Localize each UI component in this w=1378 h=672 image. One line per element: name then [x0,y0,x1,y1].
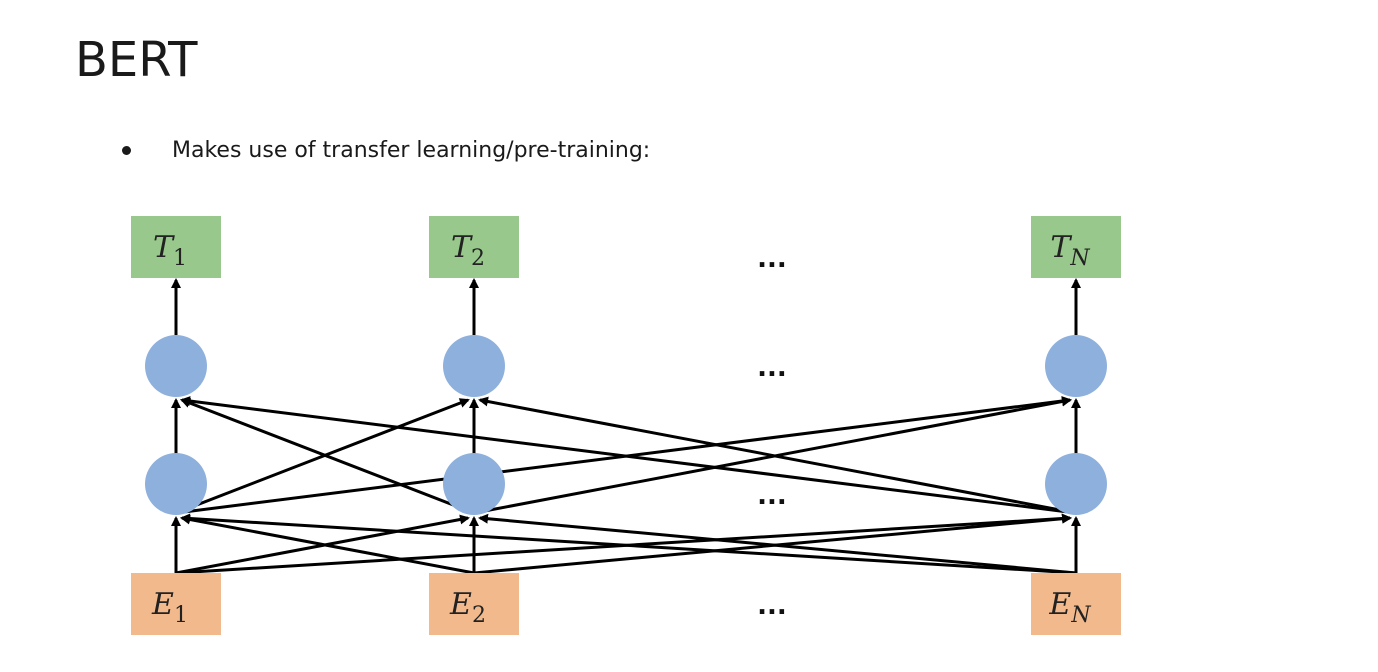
input-embedding-2-label: E2 [449,587,486,628]
ellipsis-2: ... [757,353,787,383]
input-embedding-1-box [131,573,221,635]
layer1-to-layer2-arrow-2-to-1 [180,398,475,515]
layer1-to-layer2-arrow-1-to-2 [175,398,470,515]
transformer-node-layer2-3 [1045,335,1107,397]
ellipsis-1: ... [757,244,787,274]
output-token-1-box [131,216,221,278]
input-to-layer1-arrow-3-to-2 [478,513,1077,575]
input-embedding-3-label: EN [1048,587,1091,628]
layer1-to-layer2-arrow-3-to-1 [180,396,1077,515]
output-token-3-box [1031,216,1121,278]
output-token-2-label: T2 [451,230,485,271]
nodes-layer [145,335,1107,515]
input-embedding-1-label: E1 [151,587,188,628]
output-token-1-label: T1 [153,230,187,271]
input-embedding-3-box [1031,573,1121,635]
arrows-layer [171,278,1081,575]
ellipsis-layer: ............ [757,244,787,621]
output-token-3-label: TN [1050,230,1090,271]
bullet-text: Makes use of transfer learning/pre-train… [172,138,651,163]
output-token-2-box [429,216,519,278]
layer1-to-layer2-arrow-3-to-2 [478,396,1077,515]
bullet-dot [122,146,131,155]
slide-title: BERT [75,32,198,88]
input-to-layer1-arrow-3-to-1 [180,513,1077,575]
transformer-node-layer1-2 [443,453,505,515]
transformer-node-layer1-1 [145,453,207,515]
transformer-node-layer2-2 [443,335,505,397]
ellipsis-3: ... [757,481,787,511]
input-to-layer1-arrow-2-to-1 [180,514,475,575]
input-embedding-2-box [429,573,519,635]
transformer-node-layer1-3 [1045,453,1107,515]
bullet-item: Makes use of transfer learning/pre-train… [122,138,650,163]
ellipsis-4: ... [757,591,787,621]
transformer-node-layer2-1 [145,335,207,397]
